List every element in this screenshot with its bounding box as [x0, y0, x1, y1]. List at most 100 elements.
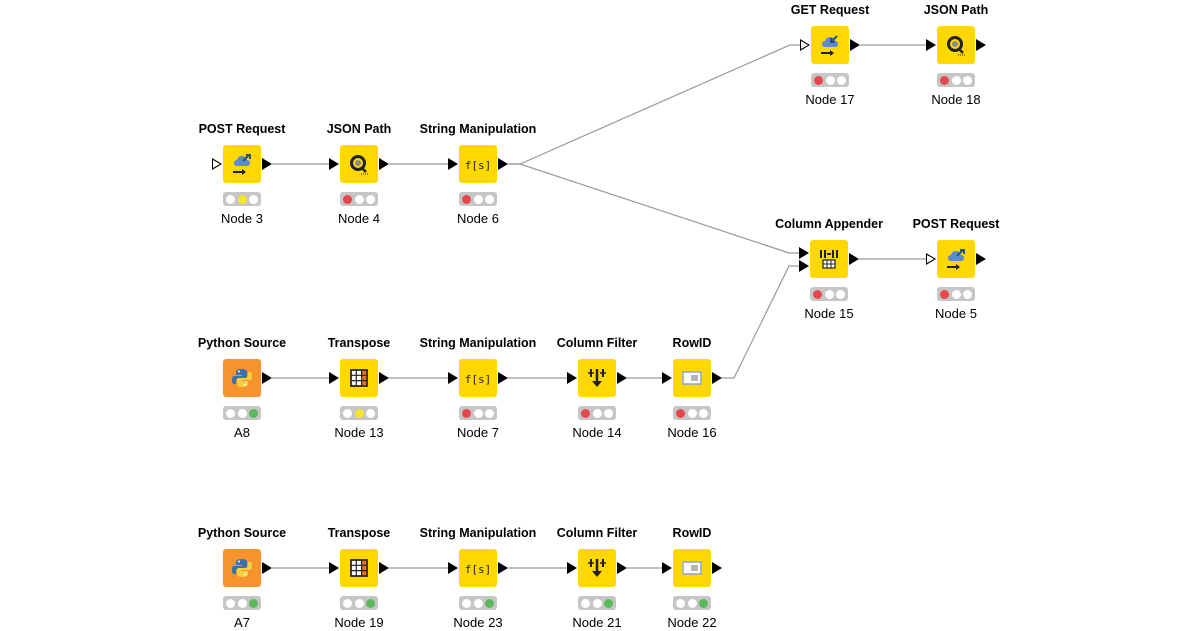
node-title: Python Source — [197, 336, 287, 350]
node-body[interactable] — [578, 549, 616, 587]
input-port[interactable] — [329, 372, 339, 384]
node-body[interactable] — [937, 26, 975, 64]
output-port[interactable] — [262, 372, 272, 384]
node-label[interactable]: Node 6 — [457, 211, 499, 226]
node-body[interactable] — [223, 145, 261, 183]
output-port[interactable] — [498, 372, 508, 384]
input-port-top[interactable] — [799, 247, 809, 259]
node-label[interactable]: Node 23 — [453, 615, 503, 630]
node-label[interactable]: Node 22 — [667, 615, 717, 630]
input-port[interactable] — [329, 158, 339, 170]
output-port[interactable] — [498, 158, 508, 170]
node-label[interactable]: Node 5 — [935, 306, 977, 321]
node-label[interactable]: Node 16 — [667, 425, 717, 440]
status-light-red — [580, 408, 590, 418]
node-body[interactable] — [340, 549, 378, 587]
node-body[interactable] — [937, 240, 975, 278]
input-port[interactable] — [567, 562, 577, 574]
input-port[interactable] — [448, 372, 458, 384]
node-body[interactable]: f[s] — [459, 359, 497, 397]
node-title: GET Request — [790, 3, 870, 17]
output-port[interactable] — [262, 158, 272, 170]
output-port[interactable] — [617, 372, 627, 384]
node-body[interactable] — [578, 359, 616, 397]
node-body[interactable] — [810, 240, 848, 278]
node-label[interactable]: Node 15 — [804, 306, 854, 321]
node-label[interactable]: Node 21 — [572, 615, 622, 630]
node-body[interactable] — [673, 549, 711, 587]
input-port[interactable] — [329, 562, 339, 574]
connection-n6-n15[interactable] — [508, 163, 799, 254]
input-port[interactable] — [662, 372, 672, 384]
node-body[interactable] — [340, 145, 378, 183]
node-label[interactable]: Node 17 — [805, 92, 855, 107]
node-body[interactable] — [340, 359, 378, 397]
output-port[interactable] — [379, 372, 389, 384]
node-label[interactable]: Node 13 — [334, 425, 384, 440]
input-port[interactable] — [567, 372, 577, 384]
node-label[interactable]: Node 18 — [931, 92, 981, 107]
input-port[interactable] — [800, 39, 810, 51]
status-light-off — [837, 75, 847, 85]
node-title: POST Request — [198, 122, 286, 136]
node-label[interactable]: A8 — [234, 425, 250, 440]
input-port[interactable] — [448, 562, 458, 574]
output-port[interactable] — [498, 562, 508, 574]
rowid-icon — [679, 365, 705, 391]
transpose-icon — [346, 365, 372, 391]
node-body[interactable]: f[s] — [459, 145, 497, 183]
node-label[interactable]: Node 3 — [221, 211, 263, 226]
input-port[interactable] — [926, 253, 936, 265]
input-port[interactable] — [448, 158, 458, 170]
node-title: JSON Path — [326, 122, 392, 136]
output-port[interactable] — [712, 372, 722, 384]
post-request-icon — [943, 246, 969, 272]
output-port[interactable] — [976, 253, 986, 265]
output-port[interactable] — [262, 562, 272, 574]
output-port[interactable] — [379, 158, 389, 170]
node-body[interactable] — [223, 359, 261, 397]
status-traffic-light — [810, 287, 848, 301]
string-manipulation-icon: f[s] — [465, 365, 491, 391]
node-label[interactable]: A7 — [234, 615, 250, 630]
node-body[interactable] — [673, 359, 711, 397]
output-port[interactable] — [712, 562, 722, 574]
input-port-bottom[interactable] — [799, 260, 809, 272]
connection-n6-n17[interactable] — [508, 44, 800, 165]
node-label[interactable]: Node 4 — [338, 211, 380, 226]
node-body[interactable] — [811, 26, 849, 64]
connection-n16-n15[interactable] — [722, 265, 799, 379]
input-port[interactable] — [212, 158, 222, 170]
output-port[interactable] — [379, 562, 389, 574]
output-port[interactable] — [850, 39, 860, 51]
node-label[interactable]: Node 19 — [334, 615, 384, 630]
node-label[interactable]: Node 7 — [457, 425, 499, 440]
input-port[interactable] — [926, 39, 936, 51]
input-port[interactable] — [662, 562, 672, 574]
output-port[interactable] — [617, 562, 627, 574]
node-body[interactable] — [223, 549, 261, 587]
status-light-green — [699, 598, 709, 608]
node-label[interactable]: Node 14 — [572, 425, 622, 440]
output-port[interactable] — [849, 253, 859, 265]
node-body[interactable]: f[s] — [459, 549, 497, 587]
output-port[interactable] — [976, 39, 986, 51]
